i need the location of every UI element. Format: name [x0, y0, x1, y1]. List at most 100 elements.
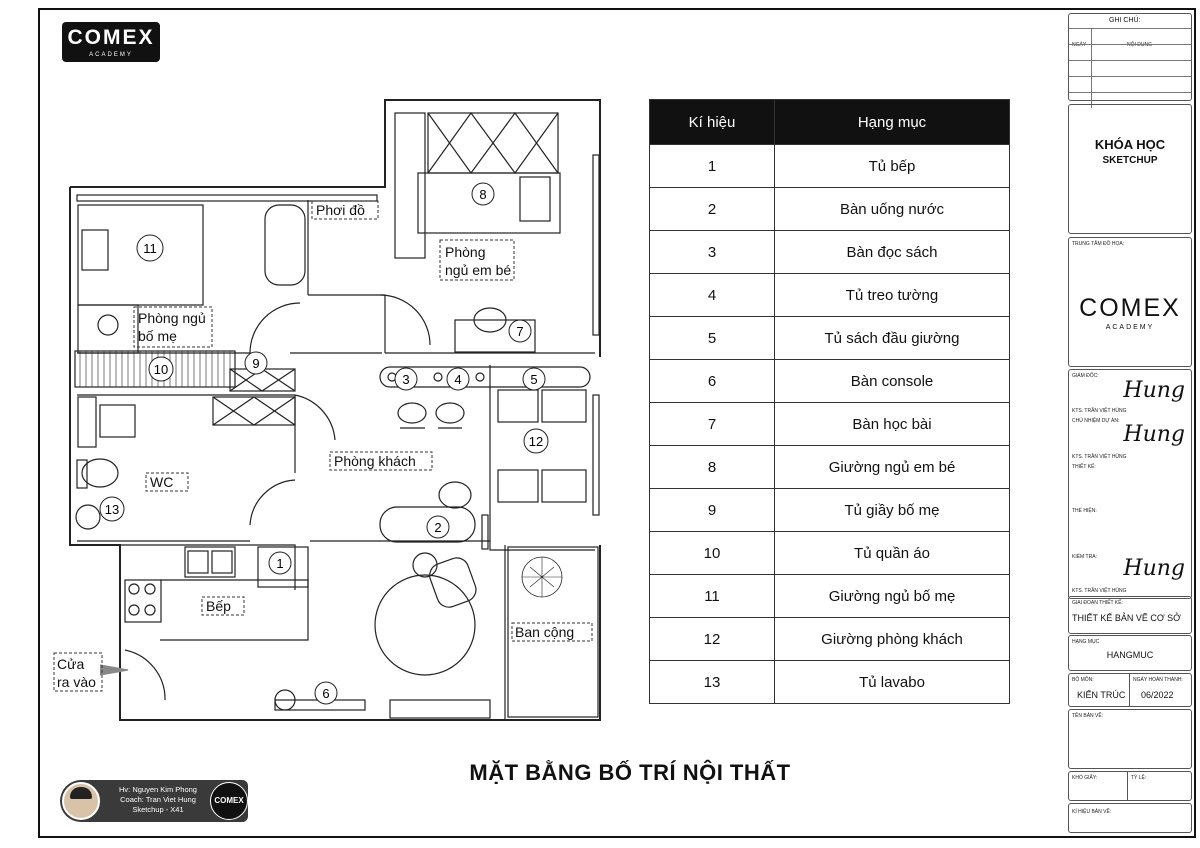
marker-13: 13 — [99, 496, 125, 522]
legend-item: Tủ treo tường — [774, 273, 1010, 317]
marker-7: 7 — [508, 319, 532, 343]
label-wc: WC — [150, 474, 173, 490]
legend-item: Bàn học bài — [774, 402, 1010, 446]
scale-label: TỶ LỆ: — [1131, 775, 1147, 781]
legend-symbol: 11 — [649, 574, 775, 618]
notes-grid — [1069, 28, 1191, 108]
sheet-name-label: TÊN BẢN VẼ: — [1072, 713, 1104, 719]
lead-signature: Hung — [1123, 422, 1185, 447]
label-phong-ngu-em-be-2: ngủ em bé — [445, 262, 511, 278]
legend-symbol: 10 — [649, 531, 775, 575]
notes-title: GHI CHÚ: — [1109, 17, 1141, 24]
svg-text:6: 6 — [322, 686, 329, 701]
author-credit: Hv: Nguyen Kim Phong Coach: Tran Viet Hu… — [60, 780, 248, 822]
svg-text:8: 8 — [479, 187, 486, 202]
credit-line-1: Hv: Nguyen Kim Phong — [119, 785, 197, 794]
sheet-code-label: KÍ HIỆU BẢN VẼ: — [1072, 809, 1112, 815]
legend-symbol: 2 — [649, 187, 775, 231]
stage-label: GIAI ĐOẠN THIẾT KẾ: — [1072, 600, 1123, 606]
credit-line-2: Coach: Tran Viet Hung — [120, 795, 196, 804]
marker-1: 1 — [268, 551, 292, 575]
label-phoi-do: Phơi đồ — [316, 202, 365, 218]
label-cua-2: ra vào — [57, 674, 96, 690]
center-logo-sub: ACADEMY — [1105, 324, 1155, 331]
dept-box: BỘ MÔN: KIẾN TRÚC NGÀY HOÀN THÀNH: 06/20… — [1068, 673, 1192, 707]
drawing-frame — [38, 8, 1196, 838]
credit-line-3: Sketchup - X41 — [132, 805, 184, 814]
check-signature: Hung — [1123, 556, 1185, 581]
label-phong-khach: Phòng khách — [334, 453, 416, 469]
sheet-code-box: KÍ HIỆU BẢN VẼ: — [1068, 803, 1192, 833]
legend-symbol: 12 — [649, 617, 775, 661]
title-block: GHI CHÚ: NGÀY NỘI DUNG KHÓA HỌC SKETCHUP… — [1066, 11, 1194, 835]
legend-item: Tủ lavabo — [774, 660, 1010, 704]
item-value: HANGMUC — [1106, 650, 1154, 660]
legend-item: Giường phòng khách — [774, 617, 1010, 661]
director-name: KTS. TRẦN VIỆT HÙNG — [1072, 408, 1127, 414]
marker-6: 6 — [314, 681, 338, 705]
course-line-2: SKETCHUP — [1102, 155, 1158, 166]
legend-item: Tủ giầy bố mẹ — [774, 488, 1010, 532]
director-label: GIÁM ĐỐC: — [1072, 373, 1099, 379]
dept-value: KIẾN TRÚC — [1077, 690, 1126, 700]
marker-12: 12 — [523, 428, 549, 454]
marker-8: 8 — [471, 182, 495, 206]
done-label: NGÀY HOÀN THÀNH: — [1133, 677, 1183, 683]
lead-label: CHỦ NHIỆM DỰ ÁN: — [1072, 418, 1120, 424]
label-ban-cong: Ban cộng — [515, 624, 574, 640]
svg-text:1: 1 — [276, 556, 283, 571]
paper-box: KHỔ GIẤY: TỶ LỆ: — [1068, 771, 1192, 801]
marker-9: 9 — [244, 351, 268, 375]
notes-box: GHI CHÚ: NGÀY NỘI DUNG — [1068, 13, 1192, 108]
svg-text:10: 10 — [154, 362, 168, 377]
svg-text:13: 13 — [105, 502, 119, 517]
course-box: KHÓA HỌC SKETCHUP — [1068, 104, 1192, 234]
marker-10: 10 — [148, 356, 174, 382]
center-label: TRUNG TÂM ĐỒ HỌA: — [1072, 241, 1125, 247]
lead-name: KTS. TRẦN VIỆT HÙNG — [1072, 454, 1127, 460]
legend-symbol: 5 — [649, 316, 775, 360]
done-value: 06/2022 — [1141, 690, 1174, 700]
stage-box: GIAI ĐOẠN THIẾT KẾ: THIẾT KẾ BẢN VẼ CƠ S… — [1068, 596, 1192, 634]
legend-item: Tủ quần áo — [774, 531, 1010, 575]
legend-header-symbol: Kí hiệu — [649, 99, 775, 145]
legend-item: Tủ bếp — [774, 144, 1010, 188]
draw-label: THỂ HIỆN: — [1072, 508, 1097, 514]
legend-symbol: 3 — [649, 230, 775, 274]
marker-3: 3 — [394, 367, 418, 391]
legend-item: Bàn console — [774, 359, 1010, 403]
item-box: HẠNG MỤC HANGMUC — [1068, 635, 1192, 671]
legend-item: Tủ sách đầu giường — [774, 316, 1010, 360]
check-label: KIỂM TRA: — [1072, 554, 1097, 560]
label-phong-ngu-bo-me-2: bố mẹ — [138, 328, 177, 344]
svg-text:2: 2 — [434, 520, 441, 535]
dept-label: BỘ MÔN: — [1072, 677, 1094, 683]
marker-2: 2 — [426, 515, 450, 539]
label-phong-ngu-em-be-1: Phòng — [445, 244, 485, 260]
legend-symbol: 7 — [649, 402, 775, 446]
approval-box: GIÁM ĐỐC: Hung KTS. TRẦN VIỆT HÙNG CHỦ N… — [1068, 369, 1192, 599]
marker-5: 5 — [522, 367, 546, 391]
legend-symbol: 6 — [649, 359, 775, 403]
svg-text:3: 3 — [402, 372, 409, 387]
legend-symbol: 8 — [649, 445, 775, 489]
check-name: KTS. TRẦN VIỆT HÙNG — [1072, 588, 1127, 594]
svg-text:12: 12 — [529, 434, 543, 449]
legend-symbol: 4 — [649, 273, 775, 317]
sheet-name-box: TÊN BẢN VẼ: — [1068, 709, 1192, 769]
stage-value: THIẾT KẾ BẢN VẼ CƠ SỞ — [1072, 613, 1181, 623]
director-signature: Hung — [1123, 378, 1185, 403]
logo-sub: ACADEMY — [89, 52, 133, 58]
legend-symbol: 9 — [649, 488, 775, 532]
svg-text:9: 9 — [252, 356, 259, 371]
center-logo: COMEX — [1079, 294, 1181, 322]
